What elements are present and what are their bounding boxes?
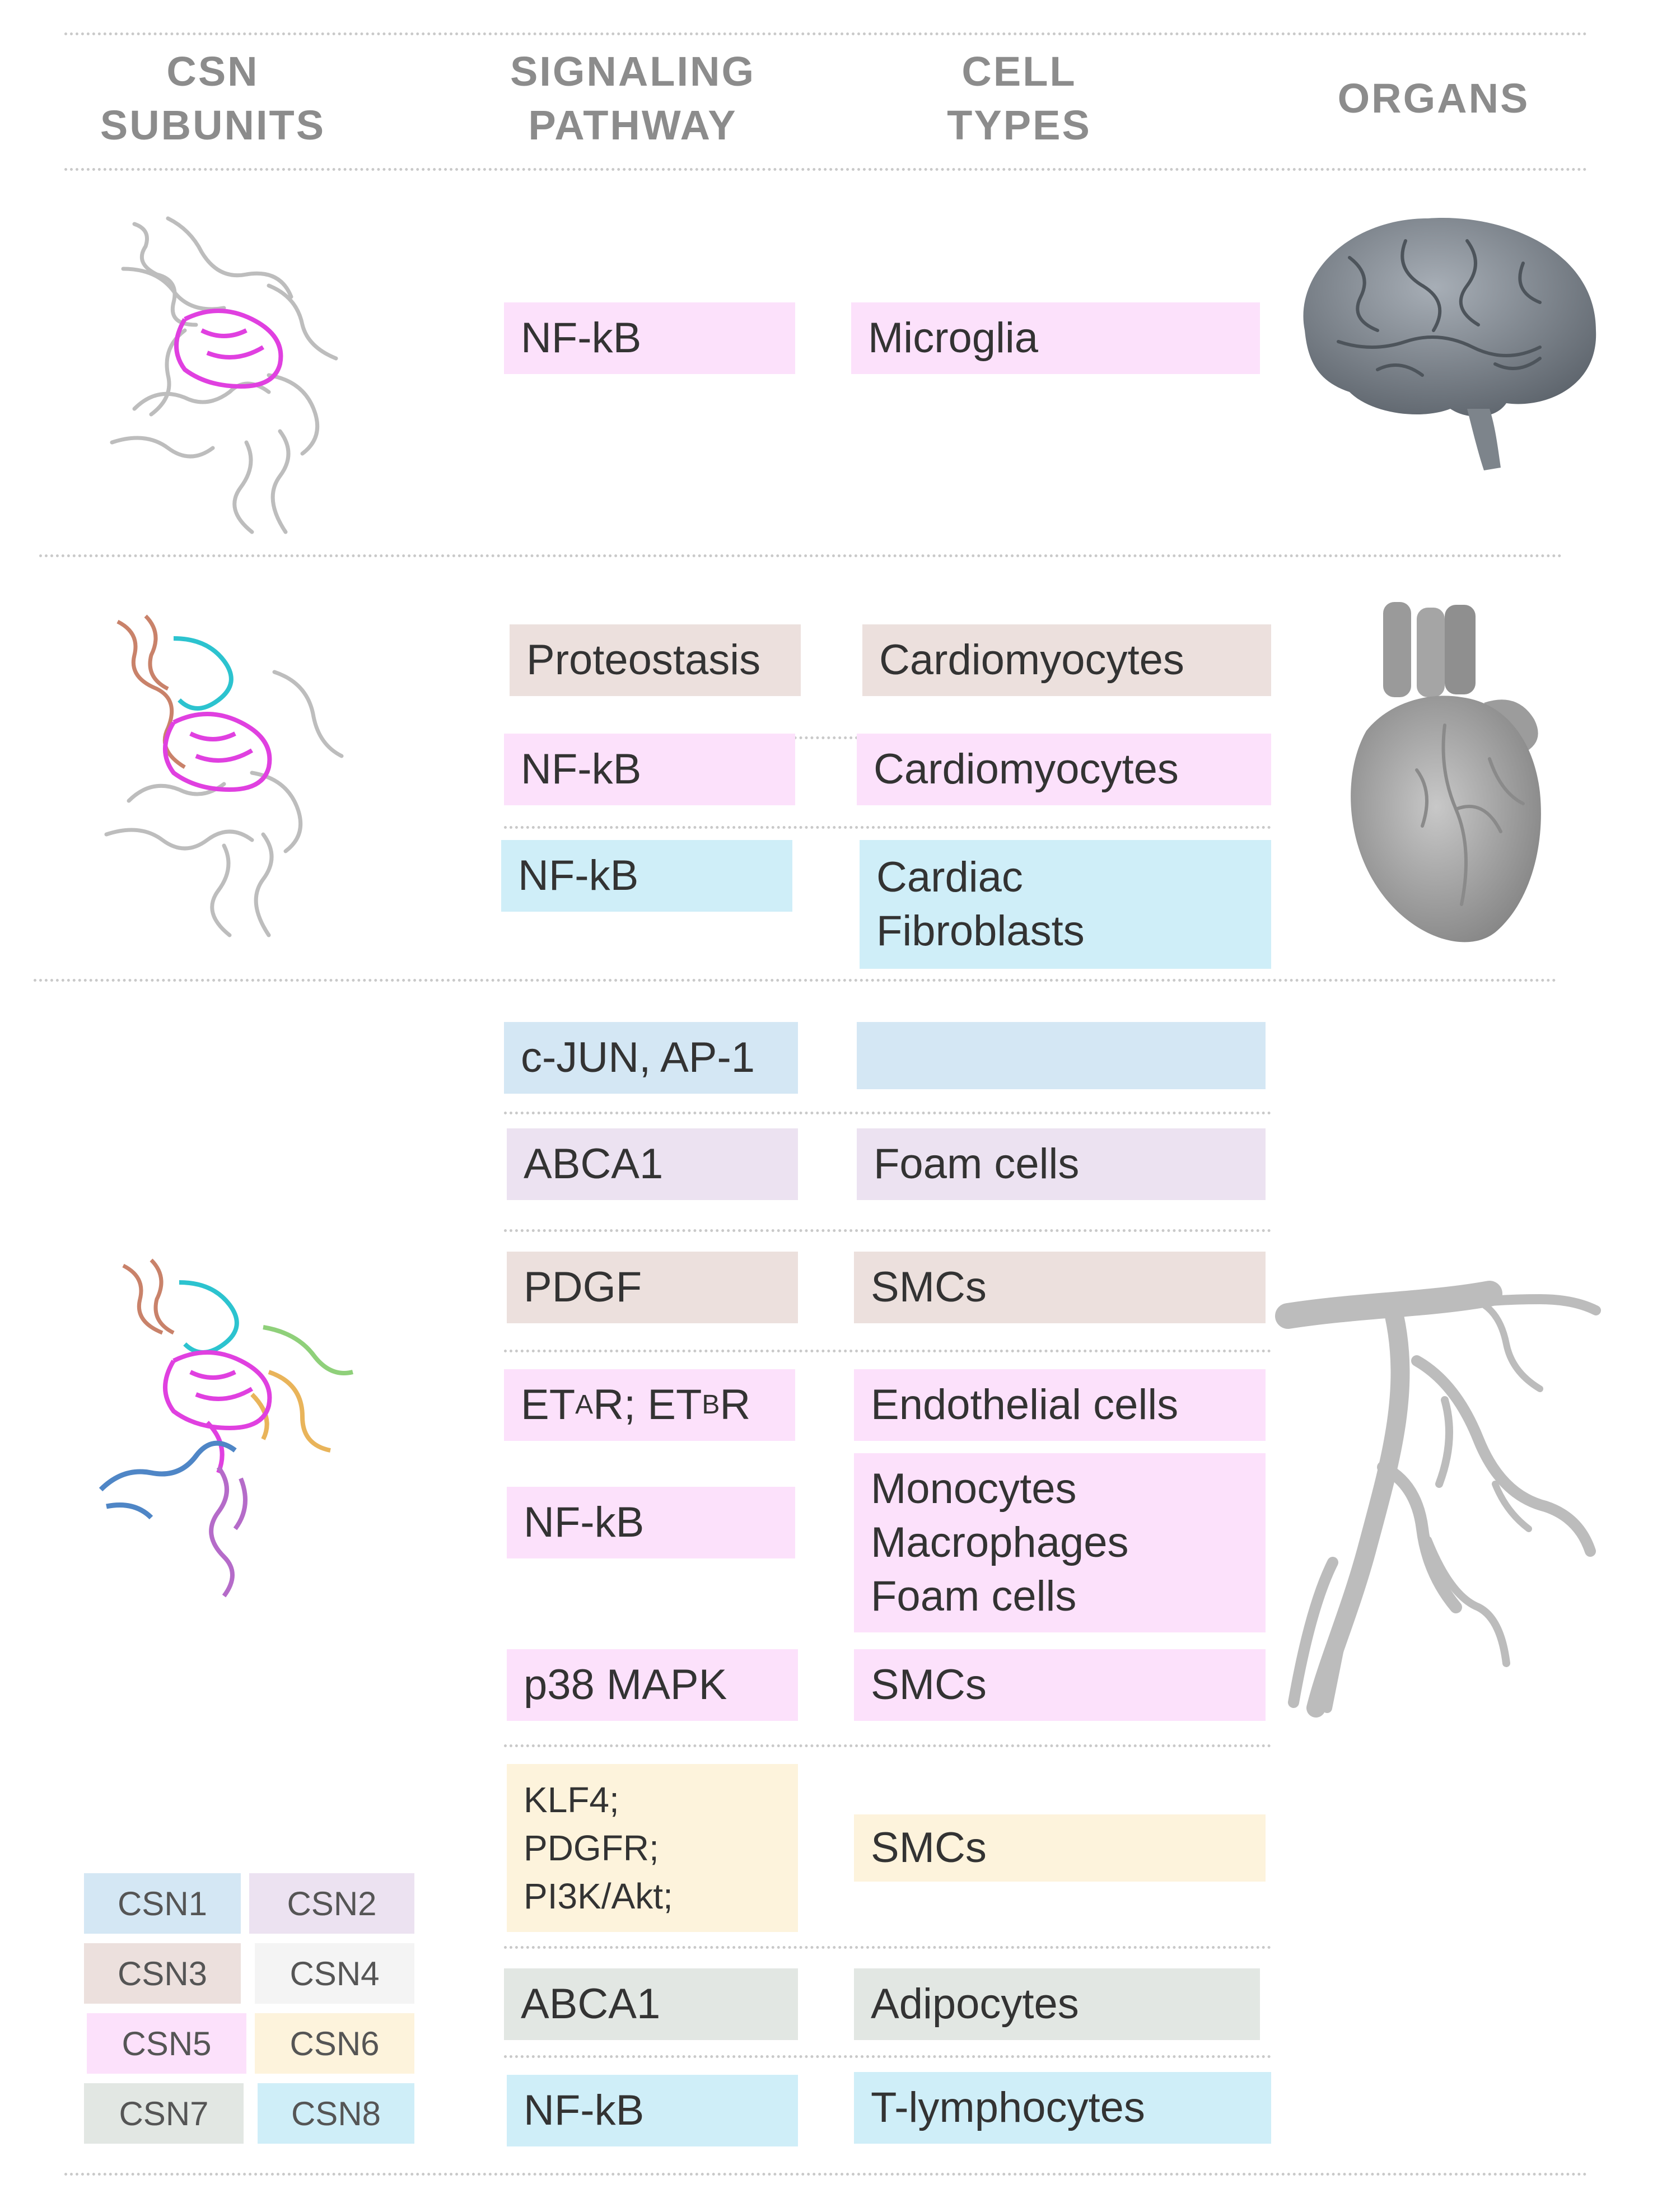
- cell-type-box: T-lymphocytes: [854, 2072, 1271, 2144]
- header-cell-types: CELL TYPES: [947, 48, 1091, 148]
- csn-complex-structure-icon: [104, 614, 344, 937]
- pathway-box: Proteostasis: [510, 624, 801, 696]
- header-signaling-pathway: SIGNALING PATHWAY: [510, 48, 756, 148]
- legend-csn8: CSN8: [258, 2083, 414, 2144]
- heart-icon: [1351, 602, 1541, 942]
- pathway-box: NF-kB: [501, 840, 792, 912]
- cell-type-box: Microglia: [851, 302, 1260, 374]
- cell-type-box: Endothelial cells: [854, 1369, 1266, 1441]
- cell-type-box: Adipocytes: [854, 1968, 1260, 2040]
- section-divider-heart: [34, 979, 1557, 982]
- header-csn-subunits: CSN SUBUNITS: [100, 48, 326, 148]
- pathway-box: ABCA1: [507, 1128, 798, 1200]
- row-divider: [504, 826, 1271, 829]
- row-divider: [504, 1112, 1271, 1114]
- header-top-divider: [64, 32, 1588, 35]
- row-divider: [504, 1350, 1271, 1352]
- cell-type-box: Monocytes Macrophages Foam cells: [854, 1453, 1266, 1632]
- pathway-box: ABCA1: [504, 1968, 798, 2040]
- header-bottom-divider: [64, 168, 1588, 171]
- cell-type-box: SMCs: [854, 1649, 1266, 1721]
- header-organs: ORGANS: [1337, 75, 1530, 122]
- cell-type-box: SMCs: [854, 1252, 1266, 1323]
- pathway-box: p38 MAPK: [507, 1649, 798, 1721]
- cell-type-box: Cardiomyocytes: [862, 624, 1271, 696]
- cell-type-box: [857, 1022, 1266, 1089]
- legend-csn2: CSN2: [249, 1873, 414, 1934]
- legend-csn6: CSN6: [255, 2013, 414, 2074]
- pathway-box: NF-kB: [507, 1487, 795, 1558]
- row-divider: [504, 1229, 1271, 1232]
- pathway-box: PDGF: [507, 1252, 798, 1323]
- cell-type-box: Foam cells: [857, 1128, 1266, 1200]
- pathway-box: NF-kB: [507, 2075, 798, 2146]
- brain-icon: [1303, 218, 1596, 470]
- csn-complex-structure-icon: [99, 1258, 353, 1598]
- row-divider: [504, 2055, 1271, 2058]
- pathway-box: c-JUN, AP-1: [504, 1022, 798, 1094]
- csn-complex-structure-icon: [110, 216, 338, 534]
- footer-divider: [64, 2173, 1588, 2176]
- legend-csn4: CSN4: [255, 1943, 414, 2004]
- legend-csn3: CSN3: [84, 1943, 241, 2004]
- cell-type-box: Cardiac Fibroblasts: [860, 840, 1271, 969]
- pathway-box: NF-kB: [504, 302, 795, 374]
- cell-type-box: Cardiomyocytes: [857, 734, 1271, 805]
- row-divider: [504, 1744, 1271, 1747]
- legend-csn7: CSN7: [84, 2083, 244, 2144]
- legend-csn1: CSN1: [84, 1873, 241, 1934]
- section-divider-brain: [39, 554, 1562, 557]
- pathway-box: NF-kB: [504, 734, 795, 805]
- legend-csn5: CSN5: [87, 2013, 246, 2074]
- row-divider: [504, 1946, 1271, 1949]
- pathway-box: KLF4; PDGFR; PI3K/Akt;: [507, 1764, 798, 1932]
- cell-type-box: SMCs: [854, 1814, 1266, 1882]
- blood-vessel-icon: [1275, 1281, 1601, 1718]
